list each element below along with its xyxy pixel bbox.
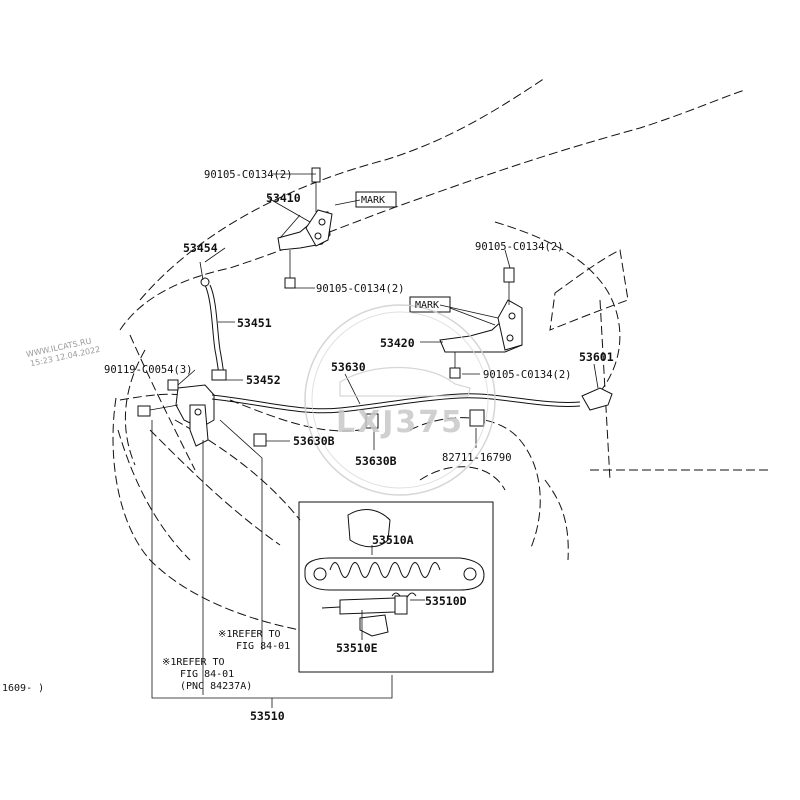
label-rod-holder: 53452 <box>246 373 281 387</box>
label-lock-assembly: 53510 <box>250 709 285 723</box>
label-release-lever: 53601 <box>579 350 614 364</box>
stamp-watermark: LXJ375 <box>304 304 496 496</box>
label-clip-left: 90119-C0054(3) <box>104 364 193 376</box>
hood-hinge-left <box>277 167 333 289</box>
site-watermark: WWW.ILCATS.RU 15:23 12.04.2022 <box>25 336 101 368</box>
label-spring-a: 53510A <box>372 533 414 547</box>
leader-lines <box>151 173 599 708</box>
label-mark-left: MARK <box>361 195 385 206</box>
label-lock-e: 53510E <box>336 641 378 655</box>
car-body-outline <box>112 77 770 631</box>
label-bolt-lower-right: 82711-16790 <box>442 452 512 464</box>
label-rod-support: 53454 <box>183 241 218 255</box>
reference-notes: ※1REFER TO FIG 84-01 ※1REFER TO FIG 84-0… <box>2 629 290 694</box>
label-bolt-mid-left: 90105-C0134(2) <box>316 283 405 295</box>
label-hinge-right: 53420 <box>380 336 415 350</box>
note-refer-right-1: ※1REFER TO <box>218 629 281 640</box>
label-bolt-mid-right: 90105-C0134(2) <box>483 369 572 381</box>
label-bolt-top-left: 90105-C0134(2) <box>204 169 293 181</box>
part-labels: 90105-C0134(2) 53410 MARK 53454 90105-C0… <box>104 169 614 723</box>
label-clamp-right: 53630B <box>355 454 397 468</box>
mark-right-box <box>409 296 451 313</box>
footer-date: 1609- ) <box>2 683 44 694</box>
release-cable <box>211 387 613 447</box>
note-refer-right-2: FIG 84-01 <box>236 641 290 652</box>
label-spring-d: 53510D <box>425 594 467 608</box>
note-refer-left-1: ※1REFER TO <box>162 657 225 668</box>
label-hinge-left: 53410 <box>266 191 301 205</box>
label-bolt-top-right: 90105-C0134(2) <box>475 241 564 253</box>
mark-left-box <box>355 191 397 208</box>
label-cable: 53630 <box>331 360 366 374</box>
label-mark-right: MARK <box>415 300 439 311</box>
label-support-rod: 53451 <box>237 316 272 330</box>
note-refer-left-3: (PNC 84237A) <box>180 681 252 692</box>
note-refer-left-2: FIG 84-01 <box>180 669 234 680</box>
lock-detail-inset <box>298 501 494 673</box>
label-clamp-left: 53630B <box>293 434 335 448</box>
hood-support-rod <box>199 261 227 381</box>
stamp-text: LXJ375 <box>336 405 464 440</box>
hood-lock-mount <box>137 379 215 447</box>
hood-hinge-right <box>439 267 523 379</box>
